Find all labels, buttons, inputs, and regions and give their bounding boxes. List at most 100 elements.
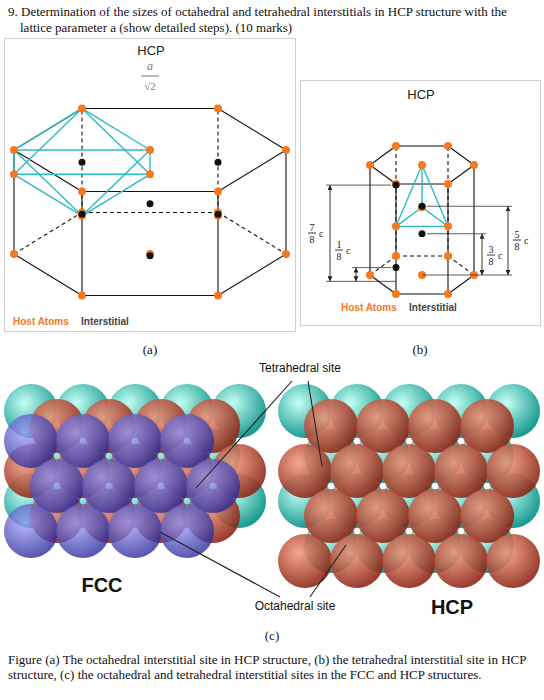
panel-label: (a) xyxy=(143,343,157,357)
fraction-bar xyxy=(308,233,316,234)
cell-edge xyxy=(396,145,448,146)
octahedron-edge xyxy=(14,174,150,175)
red-sphere xyxy=(486,444,540,498)
cell-edge xyxy=(81,192,82,296)
red-sphere-layer xyxy=(278,399,540,588)
height-reference-line xyxy=(326,185,391,186)
cell-edge xyxy=(370,275,396,294)
blue-sphere xyxy=(4,414,58,468)
blue-sphere xyxy=(82,459,136,513)
blue-sphere xyxy=(4,504,58,558)
interstitial-site xyxy=(215,211,222,218)
interstitial-site xyxy=(419,230,426,237)
octahedron-edge xyxy=(82,174,150,216)
interstitial-site xyxy=(147,252,154,259)
cell-edge xyxy=(370,165,396,184)
legend-text: Host Atoms xyxy=(341,302,397,313)
cell-edge xyxy=(448,275,474,294)
cell-edge xyxy=(396,255,448,256)
octahedron-edge xyxy=(82,108,150,174)
host-atom xyxy=(78,292,86,300)
caption-text: Figure (a) The octahedral interstitial s… xyxy=(8,652,536,682)
host-atom xyxy=(444,252,452,260)
host-atom xyxy=(10,146,18,154)
tetrahedron-edge xyxy=(421,165,422,207)
fraction-denominator: 8 xyxy=(310,234,315,245)
host-atom xyxy=(392,180,400,188)
fraction-numerator: 5 xyxy=(515,229,520,240)
legend-text: Interstitial xyxy=(81,316,129,327)
panel-heading: HCP xyxy=(137,44,164,58)
octahedron-edge xyxy=(14,174,82,216)
octahedron-edge xyxy=(82,150,150,216)
cell-edge xyxy=(218,254,286,296)
host-atom xyxy=(214,292,222,300)
height-reference-line xyxy=(422,275,512,276)
lattice-parameter: c xyxy=(346,245,350,256)
cell-edge xyxy=(447,146,448,256)
legend-text: Host Atoms xyxy=(13,316,69,327)
cell-edge xyxy=(82,212,218,213)
blue-sphere xyxy=(186,459,240,513)
cell-edge xyxy=(473,165,474,275)
tetrahedron-edge xyxy=(422,207,448,226)
host-atom xyxy=(146,146,154,154)
blue-sphere xyxy=(108,414,162,468)
host-atom xyxy=(392,290,400,298)
interstitial-site xyxy=(79,211,86,218)
fraction-numerator: 1 xyxy=(337,239,342,250)
dimension-label: √2 xyxy=(144,80,156,92)
cell-edge xyxy=(82,191,218,192)
blue-sphere xyxy=(56,414,110,468)
height-reference-line xyxy=(427,206,512,207)
fraction-bar xyxy=(335,250,343,251)
legend-text: Interstitial xyxy=(409,302,457,313)
lattice-parameter: c xyxy=(498,250,502,261)
tetrahedron-edge xyxy=(396,165,422,226)
host-atom xyxy=(392,142,400,150)
blue-sphere xyxy=(160,504,214,558)
host-atom xyxy=(392,252,400,260)
fraction-denominator: 8 xyxy=(489,256,494,267)
cell-edge xyxy=(369,165,370,275)
cell-edge xyxy=(285,150,286,254)
blue-sphere xyxy=(108,504,162,558)
dimension-arrow xyxy=(482,234,483,275)
host-atom xyxy=(10,170,18,178)
fraction-denominator: 8 xyxy=(337,251,342,262)
panel-heading: HCP xyxy=(407,88,434,102)
host-atom xyxy=(444,142,452,150)
cell-edge xyxy=(218,150,286,192)
leader-line xyxy=(160,532,280,597)
cell-edge xyxy=(370,256,396,275)
fraction-numerator: 3 xyxy=(489,244,494,255)
title-text: 9. Determination of the sizes of octahed… xyxy=(8,4,536,36)
blue-sphere xyxy=(56,504,110,558)
red-sphere xyxy=(382,444,436,498)
leader-line xyxy=(196,381,292,488)
host-atom xyxy=(366,161,374,169)
fraction-bar xyxy=(141,76,159,77)
sphere-packings xyxy=(4,381,540,597)
lattice-parameter: c xyxy=(319,228,323,239)
blue-sphere-layer xyxy=(4,414,240,558)
cell-edge xyxy=(448,165,474,184)
host-atom xyxy=(444,290,452,298)
dimension-label: a xyxy=(147,60,153,73)
octahedron-edge xyxy=(14,108,82,174)
host-atom xyxy=(444,222,452,230)
cell-edge xyxy=(395,146,396,256)
cell-edge xyxy=(217,192,218,296)
host-atom xyxy=(214,104,222,112)
cell-edge xyxy=(82,295,218,296)
fraction-bar xyxy=(487,255,495,256)
height-reference-line xyxy=(427,233,486,234)
red-sphere xyxy=(486,534,540,588)
red-sphere xyxy=(460,399,514,453)
red-sphere xyxy=(408,399,462,453)
cell-edge xyxy=(448,146,474,165)
leader-line xyxy=(308,381,322,466)
interstitial-site xyxy=(215,159,222,166)
octahedron-edge xyxy=(14,150,82,216)
